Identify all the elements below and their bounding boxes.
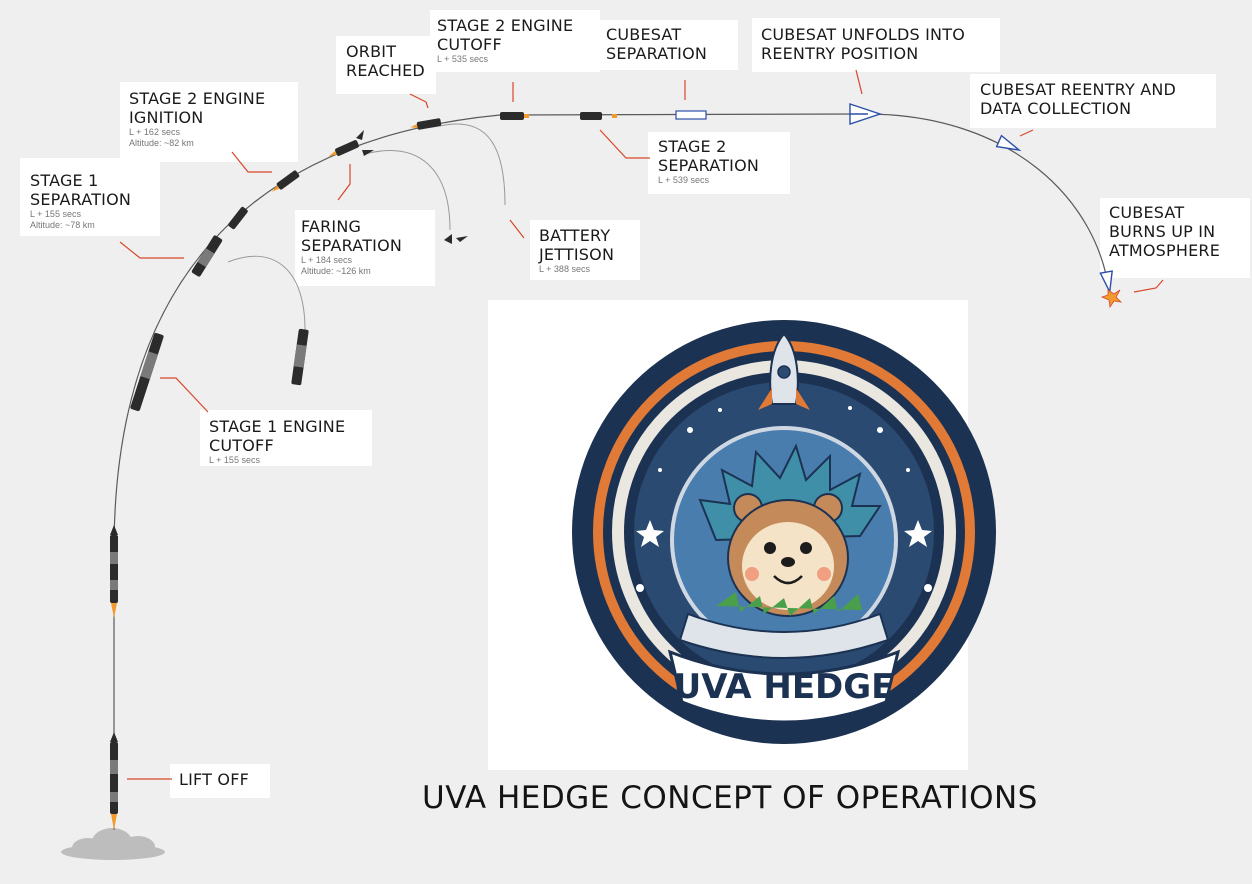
event-title: SEPARATION: [658, 156, 760, 175]
label-cubesat-burns-up: CUBESAT BURNS UP IN ATMOSPHERE: [1109, 203, 1220, 260]
event-title: CUBESAT REENTRY AND: [980, 80, 1177, 99]
event-title: CUBESAT: [1109, 203, 1185, 222]
rocket-stage2-upper: [228, 206, 248, 230]
event-title: STAGE 2 ENGINE: [129, 89, 266, 108]
event-title: SEPARATION: [301, 236, 403, 255]
event-title: IGNITION: [129, 108, 204, 127]
cubesat-separation-icon: [675, 110, 707, 120]
label-cubesat-reentry: CUBESAT REENTRY AND DATA COLLECTION: [980, 80, 1176, 118]
rocket-stage2-ignition: [271, 170, 300, 192]
label-lift-off: LIFT OFF: [179, 770, 249, 789]
rocket-faring-separation: [328, 140, 359, 157]
label-stage2-engine-cutoff: STAGE 2 ENGINE CUTOFF L + 535 secs: [437, 16, 573, 65]
cubesat-unfolded-icon: [849, 103, 883, 125]
fairing-half-icon: [356, 130, 364, 140]
event-detail: Altitude: ~126 km: [301, 266, 371, 276]
event-detail: L + 155 secs: [30, 209, 81, 219]
diagram-title: UVA HEDGE CONCEPT OF OPERATIONS: [422, 780, 1038, 816]
rocket-ascent: [110, 525, 118, 618]
event-title: CUTOFF: [209, 436, 274, 455]
event-detail: L + 539 secs: [658, 175, 709, 185]
event-title: JETTISON: [539, 245, 615, 264]
label-cubesat-separation: CUBESAT SEPARATION: [606, 25, 707, 63]
event-detail: L + 162 secs: [129, 127, 180, 137]
label-stage1-separation: STAGE 1 SEPARATION L + 155 secs Altitude…: [30, 171, 131, 231]
event-title: CUTOFF: [437, 35, 502, 54]
event-title: STAGE 2 ENGINE: [437, 16, 574, 35]
event-title: LIFT OFF: [179, 770, 250, 789]
event-title: BATTERY: [539, 226, 611, 245]
event-detail: Altitude: ~78 km: [30, 220, 95, 230]
label-battery-jettison: BATTERY JETTISON L + 388 secs: [539, 226, 614, 275]
launch-cloud: [61, 828, 165, 860]
event-detail: Altitude: ~82 km: [129, 138, 194, 148]
debris-arcs: [227, 123, 506, 331]
event-title: DATA COLLECTION: [980, 99, 1132, 118]
event-title: BURNS UP IN: [1109, 222, 1216, 241]
patch-rocket-icon: [758, 332, 810, 410]
leader-lines: [119, 69, 1164, 780]
rocket-stage1-separation: [191, 235, 223, 277]
rocket-lift-off: [110, 732, 118, 830]
label-cubesat-unfolds: CUBESAT UNFOLDS INTO REENTRY POSITION: [761, 25, 965, 63]
event-title: ATMOSPHERE: [1109, 241, 1221, 260]
mission-patch: UVA HEDGE: [572, 320, 996, 744]
fairing-half-icon: [362, 150, 374, 156]
patch-name-lettering: UVA HEDGE: [674, 667, 895, 707]
label-orbit-reached: ORBIT REACHED: [346, 42, 425, 80]
cubesat-burnup-icon: [1099, 270, 1123, 309]
event-title: STAGE 1: [30, 171, 99, 190]
label-stage2-separation: STAGE 2 SEPARATION L + 539 secs: [658, 137, 759, 186]
falling-fairing-icon: [444, 234, 452, 244]
label-faring-separation: FARING SEPARATION L + 184 secs Altitude:…: [301, 217, 402, 277]
falling-fairing-icon: [456, 236, 468, 242]
patch-banner: [667, 649, 901, 724]
event-title: CUBESAT: [606, 25, 682, 44]
event-detail: L + 535 secs: [437, 54, 488, 64]
rocket-orbit-reached: [410, 118, 442, 130]
cubesat-reentry-icon: [995, 134, 1022, 152]
event-title: CUBESAT UNFOLDS INTO: [761, 25, 965, 44]
label-stage2-engine-ignition: STAGE 2 ENGINE IGNITION L + 162 secs Alt…: [129, 89, 265, 149]
rocket-stage1-cutoff: [130, 332, 164, 412]
rocket-stage2-cutoff: [500, 112, 529, 120]
event-detail: L + 388 secs: [539, 264, 590, 274]
event-detail: L + 184 secs: [301, 255, 352, 265]
spent-stage1: [291, 328, 309, 386]
event-title: ORBIT: [346, 42, 397, 61]
rocket-stage2-separation: [580, 112, 617, 120]
hedgehog-mascot: [698, 443, 882, 617]
event-title: REACHED: [346, 61, 425, 80]
label-stage1-engine-cutoff: STAGE 1 ENGINE CUTOFF L + 155 secs: [209, 417, 345, 466]
event-title: SEPARATION: [30, 190, 132, 209]
event-title: SEPARATION: [606, 44, 708, 63]
event-title: REENTRY POSITION: [761, 44, 919, 63]
event-title: STAGE 1 ENGINE: [209, 417, 346, 436]
event-title: FARING: [301, 217, 362, 236]
star-icon: [636, 406, 932, 592]
event-title: STAGE 2: [658, 137, 727, 156]
event-detail: L + 155 secs: [209, 455, 260, 465]
